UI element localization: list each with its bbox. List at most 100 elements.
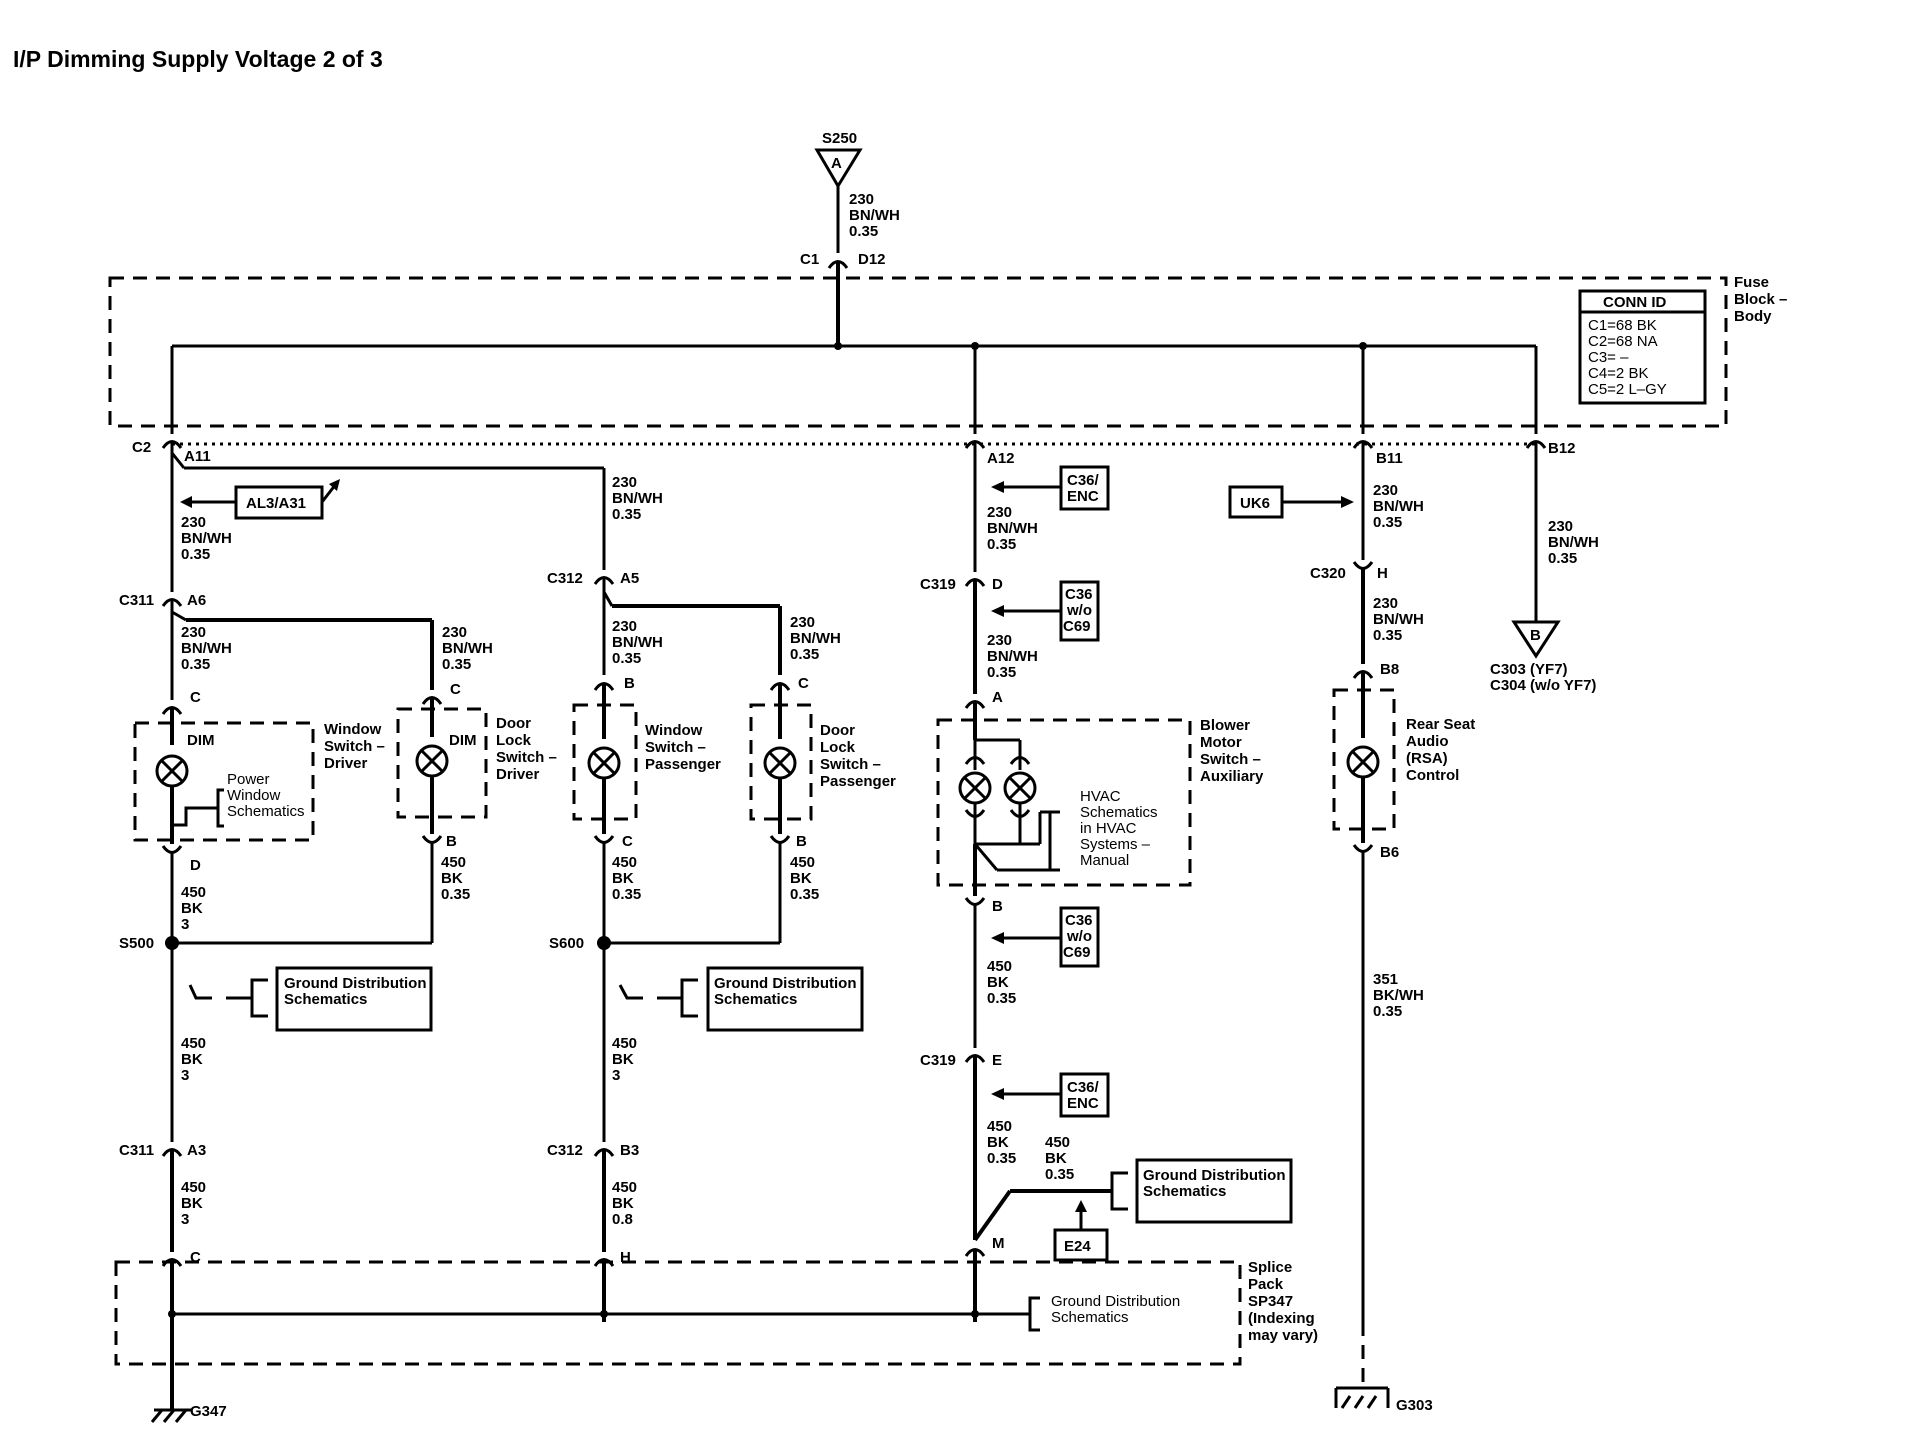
wire-gauge: 450 [612,1035,637,1052]
device-name-line: (RSA) [1406,750,1448,767]
conn-id-row: C5=2 L–GY [1588,381,1667,398]
wire-color: BK/WH [1373,987,1424,1004]
ref-box [1059,1072,1110,1118]
connector-label: C2 [132,439,151,456]
ref-label: B [1530,627,1541,644]
wire-gauge: 230 [181,514,206,531]
ground-label: G303 [1396,1397,1433,1414]
hvac-ref-line: Schematics [1080,804,1158,821]
wire-size: 0.8 [612,1211,633,1228]
wire-gauge: 450 [181,884,206,901]
wire-color: BN/WH [442,640,493,657]
wire-color: BN/WH [1373,611,1424,628]
pin-label: D [190,857,201,874]
splice-pack-name-line: Pack [1248,1276,1284,1293]
wire-color: BK [181,1051,203,1068]
arrow-icon [180,496,192,508]
wire-color: BN/WH [181,640,232,657]
pin-label: B8 [1380,661,1399,678]
dest-line: C304 (w/o YF7) [1490,677,1596,694]
lamp-icon [763,746,797,780]
ref-box-line: C69 [1063,618,1091,635]
wire-gauge: 450 [612,854,637,871]
splice-pack-name-line: SP347 [1248,1293,1293,1310]
ref-box [1059,906,1100,968]
wire-size: 0.35 [987,1150,1016,1167]
wire-gauge: 450 [441,854,466,871]
pin-label: D12 [858,251,886,268]
ground-ref-line: Schematics [1051,1309,1129,1326]
pin-label: DIM [449,732,477,749]
wire-size: 0.35 [181,546,210,563]
pin-label: A5 [620,570,639,587]
ground-ref-line: Ground Distribution [1143,1167,1285,1184]
arrow-icon [991,932,1004,944]
device-name-line: Rear Seat [1406,716,1475,733]
conn-id-row: C3= – [1588,349,1629,366]
conn-id-table: CONN ID C1=68 BK C2=68 NA C3= – C4=2 BK … [1578,289,1707,405]
wire-size: 3 [181,1067,189,1084]
hvac-ref-line: HVAC [1080,788,1121,805]
ref-triangle-icon [1511,620,1561,659]
pin-label: A [992,689,1003,706]
splice-pack-outline [114,1260,1242,1366]
ref-box-line: ENC [1067,488,1099,505]
pin-label: D [992,576,1003,593]
lamp-icon [415,744,449,778]
ground-ref-line: Ground Distribution [1051,1293,1180,1310]
splice-pack: Ground Distribution Schematics Splice Pa… [114,1259,1318,1366]
hvac-ref-line: Systems – [1080,836,1151,853]
wire-size: 0.35 [1373,1003,1402,1020]
ref-box-line: C69 [1063,944,1091,961]
hvac-ref-line: in HVAC [1080,820,1137,837]
wire-color: BN/WH [790,630,841,647]
wire-size: 0.35 [987,536,1016,553]
wire-color: BK [790,870,812,887]
pin-label: H [620,1249,631,1266]
splice-label: S500 [119,935,154,952]
ground-ref-box [706,966,864,1032]
wire-gauge: 351 [1373,971,1398,988]
wire-color: BK [181,900,203,917]
ref-box-line: C36 [1065,586,1093,603]
conn-id-row: C4=2 BK [1588,365,1648,382]
device-name-line: Blower [1200,717,1250,734]
pin-label: C [190,1249,201,1266]
pin-label: B11 [1376,450,1403,467]
lamp-icon [155,754,189,788]
wire-color: BK [612,1051,634,1068]
pin-label: DIM [187,732,215,749]
wire-gauge: 230 [987,632,1012,649]
splice-pack-name-line: (Indexing [1248,1310,1315,1327]
wire-gauge: 450 [612,1179,637,1196]
wire-size: 0.35 [1548,550,1577,567]
wire-gauge: 450 [181,1179,206,1196]
wire-color: BN/WH [612,490,663,507]
wire-color: BK [612,870,634,887]
wire-gauge: 230 [1373,482,1398,499]
ref-triangle-icon [814,148,863,189]
pin-label: C [798,675,809,692]
sub-ref-line: Schematics [227,803,305,820]
wire-size: 3 [181,1211,189,1228]
lamp-icon [1003,771,1037,805]
fuse-block: Fuse Block – Body CONN ID C1=68 BK C2=68… [108,274,1787,467]
wire-color: BK [987,1134,1009,1151]
device-name-line: Motor [1200,734,1242,751]
connector-label: C319 [920,1052,956,1069]
wire-gauge: 230 [612,618,637,635]
ref-box-line: C36/ [1067,472,1100,489]
arrow-icon [991,605,1004,617]
device-name-line: Switch – [496,749,557,766]
pin-label: B [446,833,457,850]
pin-label: C [622,833,633,850]
wire-color: BN/WH [181,530,232,547]
pin-label: A6 [187,592,206,609]
splice-ref: A [831,155,842,172]
wire-size: 0.35 [987,664,1016,681]
ground-ref-box [1135,1158,1293,1224]
wire-color: BK [181,1195,203,1212]
source-splice: S250 A 230 BN/WH 0.35 C1 D12 [800,130,900,346]
ground-ref-line: Ground Distribution [284,975,426,992]
